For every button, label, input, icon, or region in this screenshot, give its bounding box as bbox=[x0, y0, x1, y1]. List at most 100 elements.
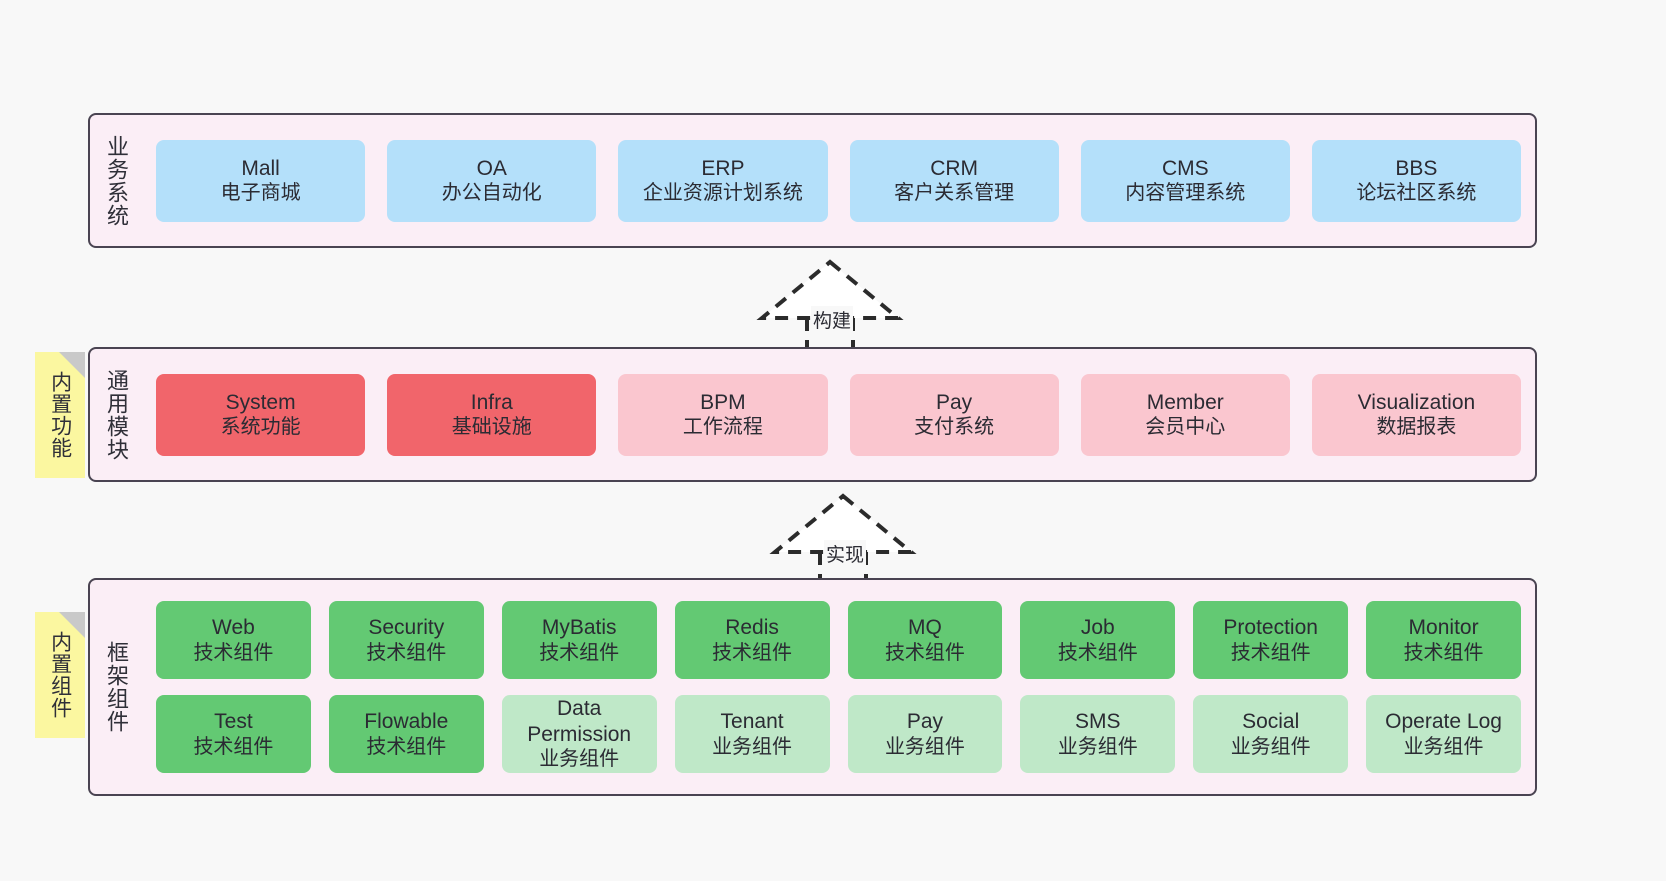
layer-title-business-system: 业务系统 bbox=[103, 134, 129, 227]
module-card-subtitle: 电子商城 bbox=[220, 182, 301, 205]
module-card-title: BPM bbox=[700, 390, 746, 414]
module-card-subtitle: 技术组件 bbox=[193, 735, 274, 758]
module-card-title: Test bbox=[214, 710, 253, 733]
module-card-subtitle: 技术组件 bbox=[366, 641, 447, 664]
module-card-title: ERP bbox=[701, 156, 745, 180]
module-card-title: Data Permission bbox=[527, 697, 632, 746]
module-card-title: Infra bbox=[470, 390, 513, 414]
module-card-subtitle: 业务组件 bbox=[884, 735, 965, 758]
module-card-title: Protection bbox=[1223, 616, 1318, 639]
module-card-title: SMS bbox=[1075, 710, 1121, 733]
note-label-builtin-component: 内置组件 bbox=[48, 631, 72, 719]
note-label-builtin-function: 内置功能 bbox=[48, 371, 72, 459]
module-card-subtitle: 基础设施 bbox=[451, 416, 532, 439]
module-card-title: Mall bbox=[241, 156, 280, 180]
module-card-subtitle: 技术组件 bbox=[193, 641, 274, 664]
module-card-subtitle: 会员中心 bbox=[1145, 416, 1226, 439]
module-card-title: Operate Log bbox=[1385, 710, 1502, 733]
module-card-title: MyBatis bbox=[541, 616, 617, 639]
module-card-subtitle: 技术组件 bbox=[1057, 641, 1138, 664]
module-card-title: System bbox=[225, 390, 296, 414]
module-card-title: OA bbox=[476, 156, 507, 180]
connector-implement: 实现 bbox=[768, 490, 918, 586]
module-card-title: Flowable bbox=[364, 710, 449, 733]
module-card-title: Job bbox=[1080, 616, 1115, 639]
module-card-title: Pay bbox=[936, 390, 973, 414]
note-builtin-function: 内置功能 bbox=[35, 352, 85, 478]
module-card-title: Social bbox=[1242, 710, 1300, 733]
module-card-title: Redis bbox=[725, 616, 779, 639]
module-card-title: Monitor bbox=[1408, 616, 1479, 639]
module-card-subtitle: 技术组件 bbox=[1403, 641, 1484, 664]
module-card-title: BBS bbox=[1395, 156, 1438, 180]
module-card-title: Member bbox=[1146, 390, 1224, 414]
note-fold-corner-icon bbox=[59, 612, 85, 638]
module-card-subtitle: 办公自动化 bbox=[441, 182, 542, 205]
module-card-subtitle: 数据报表 bbox=[1376, 416, 1457, 439]
module-card-title: Visualization bbox=[1357, 390, 1476, 414]
module-card-title: CMS bbox=[1161, 156, 1209, 180]
module-card-title: CRM bbox=[930, 156, 979, 180]
module-card-subtitle: 技术组件 bbox=[884, 641, 965, 664]
note-builtin-component: 内置组件 bbox=[35, 612, 85, 738]
module-card-subtitle: 业务组件 bbox=[1403, 735, 1484, 758]
module-card-title: Web bbox=[212, 616, 255, 639]
module-card-subtitle: 客户关系管理 bbox=[894, 182, 1015, 205]
module-card-subtitle: 技术组件 bbox=[366, 735, 447, 758]
module-card-subtitle: 技术组件 bbox=[712, 641, 793, 664]
module-card-subtitle: 技术组件 bbox=[539, 641, 620, 664]
module-card-subtitle: 业务组件 bbox=[539, 748, 620, 771]
layer-title-common-module: 通用模块 bbox=[103, 368, 129, 461]
module-card-subtitle: 企业资源计划系统 bbox=[642, 182, 803, 205]
connector-build: 构建 bbox=[755, 256, 905, 352]
module-card-subtitle: 技术组件 bbox=[1230, 641, 1311, 664]
module-card-subtitle: 业务组件 bbox=[1230, 735, 1311, 758]
connector-label-implement: 实现 bbox=[824, 540, 867, 567]
module-card-subtitle: 业务组件 bbox=[712, 735, 793, 758]
connector-label-build: 构建 bbox=[811, 306, 854, 333]
module-card-subtitle: 工作流程 bbox=[682, 416, 763, 439]
module-card-title: MQ bbox=[908, 616, 942, 639]
module-card-subtitle: 系统功能 bbox=[220, 416, 301, 439]
module-card-title: Tenant bbox=[720, 710, 784, 733]
module-card-title: Pay bbox=[906, 710, 944, 733]
module-card-subtitle: 业务组件 bbox=[1057, 735, 1138, 758]
